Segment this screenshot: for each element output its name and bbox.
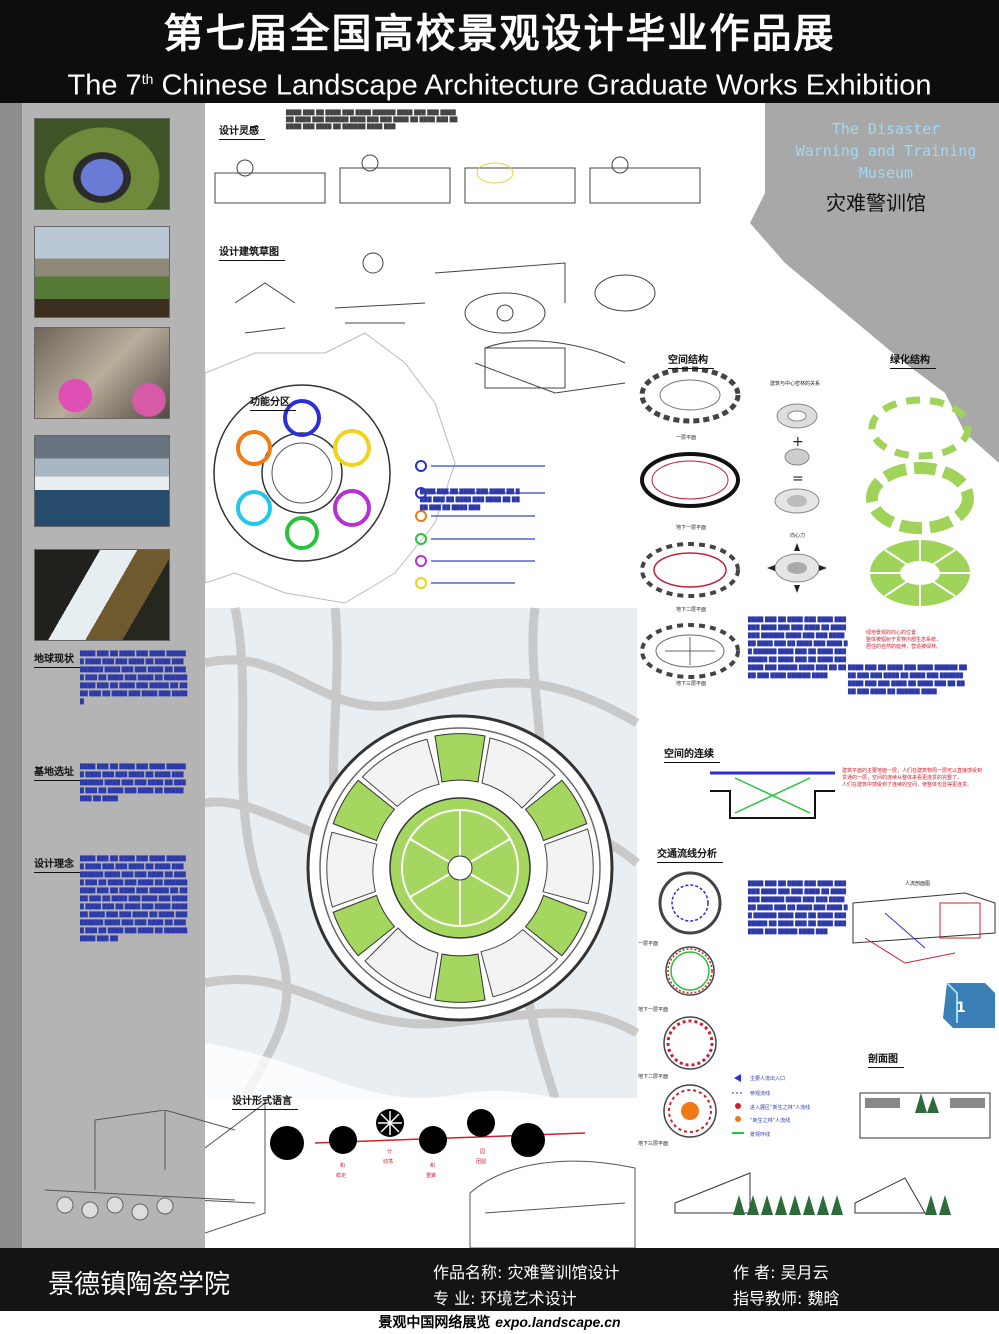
inspiration-text: ████ ███ ██ ████ ███ ████ ██████ ████ ██… bbox=[286, 110, 458, 130]
traffic-legend-2: 参观流线 bbox=[750, 1091, 771, 1097]
form-step-1b: 稳定 bbox=[336, 1173, 347, 1179]
space-structure-plans bbox=[639, 366, 741, 679]
space-structure-text-2: ████ ███ ██ ████ ███ ████ ██████ ████ ██… bbox=[848, 665, 967, 695]
site-map-fade bbox=[205, 1043, 637, 1143]
section-title: 剖面图 bbox=[868, 1050, 904, 1068]
function-legend bbox=[415, 460, 545, 589]
connect-note: 建筑平面的主要地面一层，人们在建筑物周一层可以直接感受到 贯通的一层，空间的连续… bbox=[842, 768, 983, 788]
earthquake-ruins-photo bbox=[34, 327, 170, 419]
form-step-1a: 和 bbox=[340, 1163, 346, 1169]
label-traffic-f1: 一层平面 bbox=[638, 941, 659, 947]
sinkhole-photo bbox=[34, 118, 170, 210]
status-text: ████ ███ ██ ████ ███ ████ ██████ ████ ██… bbox=[80, 651, 188, 705]
perspective-sketch-bottomleft bbox=[44, 1110, 236, 1221]
space-structure-text: ████ ███ ██ ████ ███ ████ ██████ ████ ██… bbox=[748, 617, 848, 679]
tsunami-photo bbox=[34, 435, 170, 527]
space-connect-diagram bbox=[710, 771, 835, 819]
form-step-2a: 分 bbox=[387, 1149, 393, 1155]
svg-text:=: = bbox=[792, 471, 804, 487]
school-name: 景德镇陶瓷学院 bbox=[48, 1270, 231, 1300]
architecture-sketches bbox=[234, 252, 656, 394]
site-title: 基地选址 bbox=[34, 763, 80, 781]
page-badge bbox=[943, 982, 995, 1028]
greening-note: 绿地景观的向心的位置 整体被辐射于贯穿内部生态系统， 居住的自然的延伸，营造被绿… bbox=[866, 630, 942, 650]
section-elevation bbox=[674, 1092, 991, 1215]
label-b2: 地下二层平面 bbox=[676, 607, 707, 613]
form-language-sequence bbox=[270, 1109, 586, 1160]
footer-cn: 景观中国网络展览 bbox=[378, 1315, 491, 1331]
advisor-row: 指导教师: 魏晗 bbox=[733, 1289, 840, 1308]
footer-url[interactable]: expo.landscape.cn bbox=[495, 1314, 621, 1330]
concept-text: ████ ███ ██ ████ ███ ████ ██████ ████ ██… bbox=[80, 856, 188, 942]
label-traffic-b1: 地下一层平面 bbox=[638, 1007, 669, 1013]
museum-name-cn: 灾难警训馆 bbox=[826, 191, 926, 215]
function-zone-diagram bbox=[213, 384, 391, 562]
label-b3: 地下三层平面 bbox=[676, 681, 707, 687]
svg-text:+: + bbox=[792, 434, 804, 450]
map-top-right bbox=[750, 103, 999, 463]
inspiration-title: 设计灵感 bbox=[219, 122, 265, 140]
traffic-title: 交通流线分析 bbox=[657, 845, 723, 863]
form-language-title: 设计形式语言 bbox=[232, 1092, 298, 1110]
label-opening: 向心力 bbox=[790, 533, 806, 539]
perspective-sketch-right bbox=[469, 1160, 636, 1248]
work-name-row: 作品名称: 灾难警训馆设计 bbox=[433, 1263, 620, 1282]
form-step-2b: 动荡 bbox=[383, 1159, 394, 1165]
people-section-drawing bbox=[852, 892, 996, 964]
sketch-title: 设计建筑草图 bbox=[219, 243, 285, 261]
label-first-floor: 一层平面 bbox=[676, 435, 697, 441]
credits-bar: 景德镇陶瓷学院 作品名称: 灾难警训馆设计 专 业: 环境艺术设计 作 者: 吴… bbox=[0, 1248, 999, 1311]
form-step-4b: 团圆 bbox=[476, 1159, 487, 1165]
label-b1: 地下一层平面 bbox=[676, 525, 707, 531]
label-people-section: 人流剖面图 bbox=[905, 881, 931, 887]
traffic-legend-3: 进入展区“新生之林”人流线 bbox=[750, 1105, 811, 1111]
traffic-plans bbox=[658, 871, 722, 1138]
space-connect-title: 空间的连续 bbox=[664, 745, 720, 763]
status-title: 地球现状 bbox=[34, 650, 80, 668]
poster-canvas: + = bbox=[205, 103, 999, 1248]
traffic-legend-1: 主要人流出入口 bbox=[750, 1076, 786, 1082]
space-structure-title: 空间结构 bbox=[668, 351, 714, 369]
master-plan bbox=[306, 714, 614, 1022]
greening-title: 绿化结构 bbox=[890, 351, 936, 369]
label-traffic-b2: 地下二层平面 bbox=[638, 1074, 669, 1080]
flood-rescue-photo bbox=[34, 549, 170, 641]
traffic-legend-5: 景观环线 bbox=[750, 1132, 771, 1138]
concept-title: 设计理念 bbox=[34, 855, 80, 873]
title-en: The 7th Chinese Landscape Architecture G… bbox=[67, 69, 932, 102]
title-cn: 第七届全国高校景观设计毕业作品展 bbox=[163, 11, 836, 57]
museum-name-en: The Disaster Warning and Training Museum bbox=[795, 120, 977, 182]
perspective-sketch-left bbox=[205, 1102, 266, 1234]
major-row: 专 业: 环境艺术设计 bbox=[433, 1289, 577, 1308]
site-text: ████ ███ ██ ████ ███ ████ ██████ ████ ██… bbox=[80, 764, 186, 802]
collapsed-ground-photo bbox=[34, 226, 170, 318]
page-number: 1 bbox=[956, 1000, 966, 1016]
function-zone-title: 功能分区 bbox=[250, 393, 296, 411]
inspiration-sketches bbox=[214, 154, 701, 204]
function-legend-text: ████ ███ ██ ████ ███ ████ ██ ████ ███ ██… bbox=[420, 489, 520, 511]
traffic-legend-4: “新生之林”人流线 bbox=[750, 1118, 791, 1124]
greening-diagrams bbox=[866, 396, 974, 606]
author-row: 作 者: 吴月云 bbox=[733, 1263, 829, 1282]
form-step-4a: 园 bbox=[480, 1149, 486, 1155]
traffic-text: ████ ███ ██ ████ ███ ████ ██████ ████ ██… bbox=[748, 881, 848, 935]
form-step-3a: 和 bbox=[430, 1163, 436, 1169]
page-header: 第七届全国高校景观设计毕业作品展 The 7th Chinese Landsca… bbox=[0, 0, 999, 103]
label-traffic-b3: 地下三层平面 bbox=[638, 1141, 669, 1147]
component-stack: + = bbox=[767, 403, 827, 593]
form-step-3b: 重聚 bbox=[426, 1173, 437, 1179]
label-relation: 建筑与中心密林的关系 bbox=[770, 381, 821, 387]
traffic-legend-marks bbox=[732, 1074, 744, 1134]
footer: 景观中国网络展览 expo.landscape.cn bbox=[0, 1311, 999, 1333]
left-strip bbox=[0, 103, 22, 1248]
